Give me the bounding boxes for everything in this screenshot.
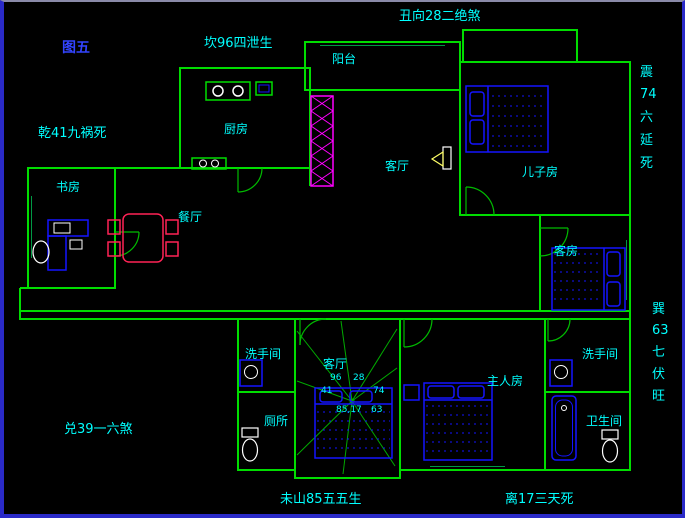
monitor xyxy=(53,222,71,234)
compass-number: 28 xyxy=(353,373,365,383)
wall-kitchen xyxy=(179,67,311,169)
washbasin-right xyxy=(549,359,573,387)
chair xyxy=(107,219,121,235)
doors xyxy=(114,167,571,348)
wall-son-room xyxy=(459,61,631,216)
annotation-right-lower-line: 伏 xyxy=(652,367,665,382)
door-washroom-right xyxy=(547,318,571,342)
compass-number: 74 xyxy=(373,386,385,396)
annotation-right-lower: 巽 63 七 伏 旺 xyxy=(652,302,669,404)
wall-lower-center-room xyxy=(294,318,401,479)
annotation-right-upper-line: 震 xyxy=(640,65,653,80)
room-label-master-room: 主人房 xyxy=(487,373,523,388)
annotation-top-center: 丑向28二绝煞 xyxy=(399,8,481,24)
kitchen-sink xyxy=(191,157,227,170)
bed-master-room xyxy=(423,382,493,461)
windows xyxy=(31,45,627,467)
room-label-washroom-left: 洗手间 xyxy=(245,347,281,361)
annotation-bottom-right: 离17三天死 xyxy=(505,491,574,507)
kitchen-appliance xyxy=(255,81,273,96)
pillow xyxy=(427,385,455,399)
bathtub xyxy=(551,395,577,461)
wall-bathroom xyxy=(544,391,631,471)
annotation-right-lower-line: 巽 xyxy=(652,302,665,317)
compass-numbers: 96 28 74 41 85,17 63 xyxy=(321,373,385,415)
fengshui-compass xyxy=(296,320,398,475)
annotation-right-upper-line: 死 xyxy=(640,156,653,171)
pillow xyxy=(606,251,621,277)
compass-number: 41 xyxy=(321,386,332,396)
room-label-study: 书房 xyxy=(56,179,80,194)
annotation-right-lower-line: 63 xyxy=(652,323,669,338)
kitchen-stove xyxy=(205,81,251,101)
room-label-toilet: 厕所 xyxy=(264,414,288,428)
pillow xyxy=(469,91,485,117)
door-lower-center xyxy=(299,318,327,346)
door-son-room xyxy=(465,186,495,216)
wall-study xyxy=(27,167,116,289)
chair xyxy=(165,219,179,235)
pillow xyxy=(606,281,621,307)
room-label-lower-center: 客厅 xyxy=(323,356,347,371)
bed-lower-center xyxy=(314,387,393,459)
walls xyxy=(19,29,631,479)
room-label-guest-room: 客房 xyxy=(554,243,578,258)
bed-son-room xyxy=(465,85,549,153)
annotation-right-lower-line: 旺 xyxy=(652,389,665,404)
annotation-right-upper-line: 六 xyxy=(640,110,653,125)
wall-corridor xyxy=(19,310,631,320)
room-label-washroom-right: 洗手间 xyxy=(582,347,618,361)
pillow xyxy=(457,385,485,399)
washbasin-left xyxy=(239,359,263,387)
room-label-dining-room: 餐厅 xyxy=(178,209,202,224)
compass-number: 85,17 xyxy=(336,405,362,415)
door-kitchen xyxy=(237,167,263,193)
annotation-left-upper: 乾41九祸死 xyxy=(38,126,107,141)
door-study xyxy=(114,231,140,257)
wall-balcony xyxy=(304,41,461,91)
annotation-bottom-center: 未山85五五生 xyxy=(280,492,362,507)
compass-number: 96 xyxy=(330,373,342,383)
chair xyxy=(165,241,179,257)
annotation-left-lower: 兑39一六煞 xyxy=(64,422,133,437)
living-cabinet xyxy=(310,95,334,187)
pillow xyxy=(349,390,373,403)
chair xyxy=(107,241,121,257)
toilet-fixture-bathroom xyxy=(601,429,619,463)
compass-number: 63 xyxy=(371,405,382,415)
annotation-right-upper-line: 延 xyxy=(640,133,653,148)
room-label-living-room: 客厅 xyxy=(385,158,409,173)
room-label-balcony: 阳台 xyxy=(332,51,356,66)
study-chair xyxy=(32,240,50,264)
nightstand xyxy=(403,384,420,401)
annotation-right-upper: 震 74 六 延 死 xyxy=(640,65,657,171)
desk-paper xyxy=(69,239,83,250)
pillow xyxy=(469,119,485,145)
figure-label: 图五 xyxy=(62,40,90,56)
room-label-bathroom: 卫生间 xyxy=(586,414,622,428)
pillow xyxy=(319,390,343,403)
annotation-right-lower-line: 七 xyxy=(652,345,665,360)
study-desk xyxy=(47,219,89,271)
wall-toilet xyxy=(237,391,296,471)
furniture xyxy=(32,81,626,463)
wall-master-room xyxy=(399,318,546,471)
dining-table-set xyxy=(107,213,179,263)
annotation-top-left: 坎96四泄生 xyxy=(204,36,273,51)
room-label-son-room: 儿子房 xyxy=(522,164,558,179)
wall-closet-top xyxy=(462,29,578,63)
door-master xyxy=(403,318,433,348)
bed-guest-room xyxy=(551,247,626,311)
toilet-fixture-left xyxy=(241,427,259,462)
annotation-right-upper-line: 74 xyxy=(640,87,657,102)
room-label-kitchen: 厨房 xyxy=(224,121,248,136)
wall-speaker xyxy=(430,146,452,170)
